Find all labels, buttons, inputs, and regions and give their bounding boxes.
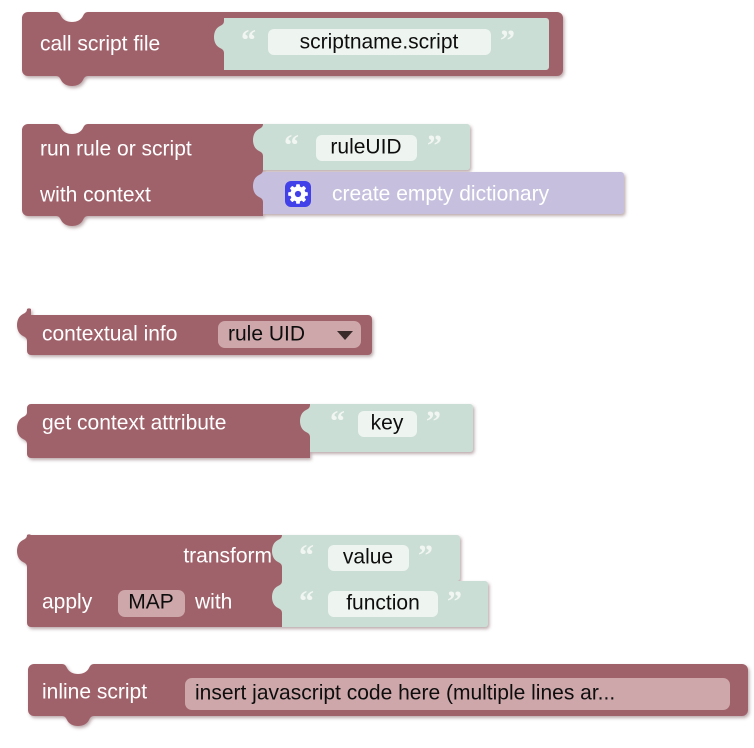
string-value-block[interactable]: “ ruleUID ” <box>253 124 470 170</box>
close-quote-icon: ” <box>500 24 515 57</box>
close-quote-icon: ” <box>447 585 462 618</box>
string-value-block[interactable]: “ key ” <box>300 404 473 452</box>
block-label-row-1: transform <box>183 545 272 568</box>
block-label: inline script <box>42 681 147 704</box>
text-field-map[interactable]: MAP <box>118 590 185 617</box>
map-field-value[interactable]: MAP <box>128 591 174 614</box>
open-quote-icon: “ <box>330 405 345 438</box>
block-label: call script file <box>40 33 160 56</box>
string-field-bg[interactable] <box>328 591 438 617</box>
block-call-script-file[interactable]: call script file “ scriptname.script ” <box>22 12 563 86</box>
block-label: get context attribute <box>42 412 226 435</box>
open-quote-icon: “ <box>299 585 314 618</box>
string-value-block[interactable]: “ scriptname.script ” <box>214 18 549 70</box>
dictionary-label: create empty dictionary <box>332 183 550 206</box>
string-field-value[interactable]: ruleUID <box>330 136 401 159</box>
string-field-bg[interactable] <box>268 29 491 55</box>
dropdown-bg[interactable] <box>218 321 361 348</box>
close-quote-icon: ” <box>418 539 433 572</box>
string-field-value[interactable]: function <box>346 592 420 615</box>
block-contextual-info[interactable]: contextual info rule UID <box>17 308 372 355</box>
open-quote-icon: “ <box>241 24 256 57</box>
block-get-context-attribute[interactable]: get context attribute “ key ” <box>17 404 473 458</box>
block-label-row-2: with context <box>39 184 151 207</box>
gear-icon[interactable] <box>285 181 311 207</box>
dropdown-value[interactable]: rule UID <box>228 323 305 346</box>
open-quote-icon: “ <box>299 539 314 572</box>
map-field-bg[interactable] <box>118 590 185 617</box>
inline-script-field-bg[interactable] <box>185 678 730 710</box>
dropdown-field-rule-uid[interactable]: rule UID <box>218 321 361 348</box>
open-quote-icon: “ <box>284 129 299 162</box>
close-quote-icon: ” <box>426 405 441 438</box>
block-label-with: with <box>194 591 232 614</box>
close-quote-icon: ” <box>427 129 442 162</box>
inline-script-value[interactable]: insert javascript code here (multiple li… <box>195 682 615 705</box>
string-value-block[interactable]: “ value ” <box>272 535 460 581</box>
string-field-value[interactable]: value <box>343 546 393 569</box>
block-body-shape[interactable] <box>17 534 282 627</box>
block-label-apply: apply <box>42 591 93 614</box>
block-run-rule-or-script[interactable]: run rule or script with context “ ruleUI… <box>22 124 624 226</box>
chevron-down-icon[interactable] <box>337 331 353 340</box>
string-field-value[interactable]: key <box>371 412 404 435</box>
dictionary-value-block[interactable]: create empty dictionary <box>253 170 624 214</box>
string-field-value[interactable]: scriptname.script <box>300 31 459 54</box>
dictionary-block-shape[interactable] <box>253 170 624 214</box>
string-value-block[interactable]: “ function ” <box>272 581 488 627</box>
string-field-bg[interactable] <box>316 135 417 161</box>
string-field-bg[interactable] <box>358 411 417 437</box>
block-body-shape[interactable] <box>17 404 310 458</box>
block-body-shape[interactable] <box>22 124 263 226</box>
block-label-row-1: run rule or script <box>40 138 192 161</box>
block-inline-script[interactable]: inline script insert javascript code her… <box>28 664 748 726</box>
block-label: contextual info <box>42 323 177 346</box>
string-field-bg[interactable] <box>328 545 409 571</box>
text-field-inline-script[interactable]: insert javascript code here (multiple li… <box>185 678 730 710</box>
block-transform[interactable]: transform apply MAP with “ value ” “ fun… <box>17 534 488 627</box>
